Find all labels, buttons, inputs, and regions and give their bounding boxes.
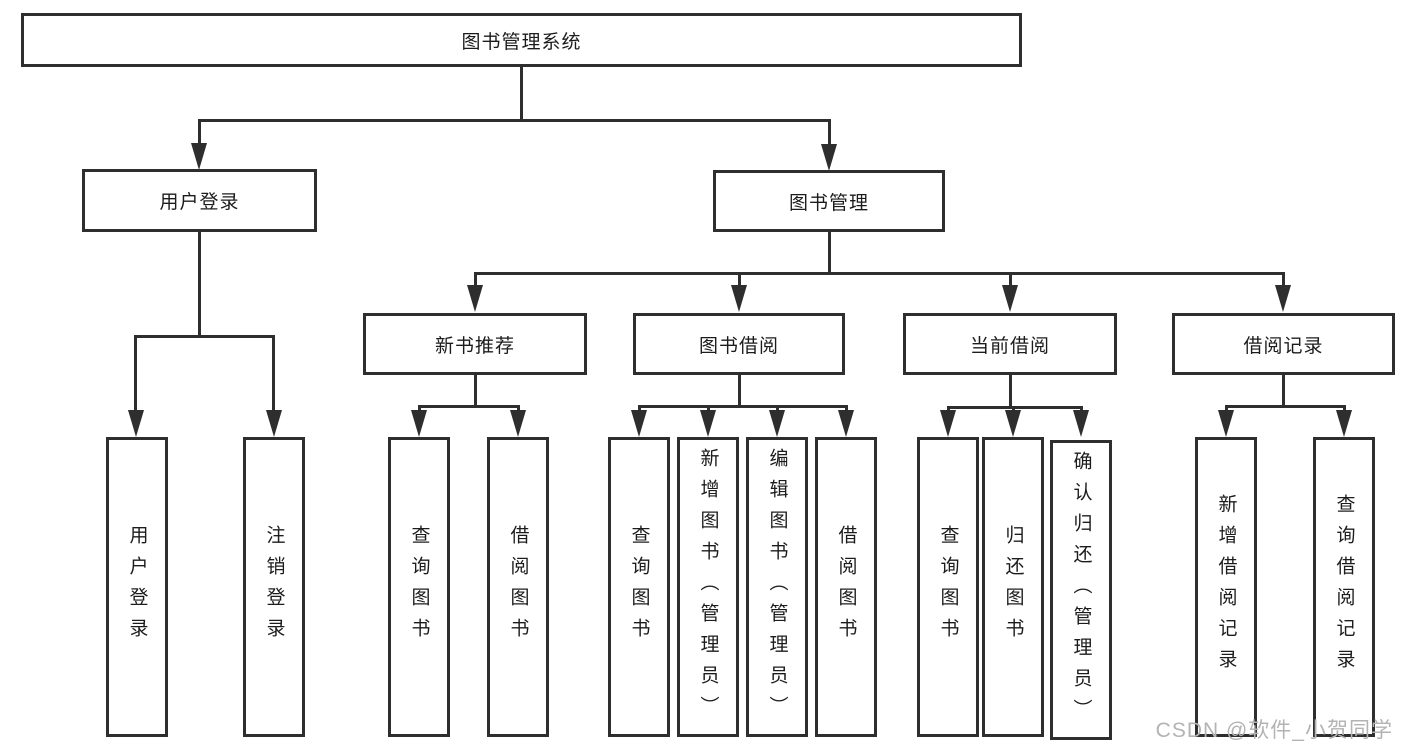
- connector-stem-new-book: [474, 272, 477, 287]
- connector-new-book-rail: [418, 405, 519, 408]
- leaf-bb-edit-book-admin: 编辑图书（管理员）: [746, 437, 808, 737]
- arrowhead-current-borrow: [1002, 285, 1018, 312]
- connector-stem-current-borrow: [1009, 272, 1012, 287]
- arrowhead-cb-confirm: [1073, 410, 1089, 437]
- leaf-bb-query-book: 查询图书: [608, 437, 670, 737]
- arrowhead-bb-add: [700, 410, 716, 437]
- connector-root-rail: [198, 119, 831, 122]
- arrowhead-new-book: [467, 285, 483, 312]
- leaf-cb-confirm-return-admin: 确认归还（管理员）: [1050, 440, 1112, 740]
- arrowhead-bb-edit: [769, 410, 785, 437]
- connector-stem-borrow-record: [1282, 272, 1285, 287]
- leaf-user-logout: 注销登录: [243, 437, 305, 737]
- leaf-br-query-record: 查询借阅记录: [1313, 437, 1375, 737]
- connector-stem-user-login: [198, 119, 201, 147]
- node-user-login: 用户登录: [82, 169, 317, 232]
- connector-borrow-record-rail: [1225, 405, 1345, 408]
- leaf-nb-borrow-book: 借阅图书: [487, 437, 549, 737]
- connector-book-borrow-drop: [738, 375, 741, 408]
- leaf-nb-query-book: 查询图书: [388, 437, 450, 737]
- connector-user-login-drop: [198, 232, 201, 335]
- connector-stem-bb-borrow: [845, 405, 848, 413]
- arrowhead-leaf-logout: [266, 410, 282, 437]
- connector-book-management-rail: [474, 272, 1284, 275]
- node-new-book-recommend: 新书推荐: [363, 313, 587, 375]
- connector-current-borrow-drop: [1009, 375, 1012, 409]
- connector-stem-leaf-login: [134, 335, 137, 412]
- node-borrow-record: 借阅记录: [1172, 313, 1395, 375]
- connector-user-login-rail: [134, 335, 274, 338]
- connector-stem-br-add: [1225, 405, 1228, 413]
- arrowhead-book-borrow: [731, 285, 747, 312]
- connector-stem-nb-query: [418, 405, 421, 413]
- connector-book-borrow-rail: [638, 405, 847, 408]
- node-current-borrow: 当前借阅: [903, 313, 1117, 375]
- connector-stem-book-management: [828, 119, 831, 147]
- connector-stem-bb-add: [707, 405, 710, 413]
- arrowhead-br-query: [1336, 410, 1352, 437]
- connector-book-management-drop: [828, 232, 831, 274]
- arrowhead-nb-borrow: [510, 410, 526, 437]
- connector-new-book-drop: [474, 375, 477, 408]
- connector-stem-cb-return: [1012, 406, 1015, 413]
- connector-root-drop: [520, 67, 523, 119]
- connector-stem-leaf-logout: [272, 335, 275, 412]
- connector-stem-bb-edit: [776, 405, 779, 413]
- connector-stem-cb-confirm: [1080, 406, 1083, 413]
- arrowhead-cb-query: [940, 410, 956, 437]
- connector-stem-bb-query: [638, 405, 641, 413]
- node-library-system: 图书管理系统: [21, 13, 1022, 67]
- arrowhead-book-management: [821, 144, 837, 171]
- arrowhead-bb-borrow: [838, 410, 854, 437]
- watermark: CSDN @软件_小贺同学: [1155, 719, 1393, 742]
- leaf-cb-return-book: 归还图书: [982, 437, 1044, 737]
- node-book-management: 图书管理: [713, 170, 945, 232]
- node-book-borrow: 图书借阅: [633, 313, 845, 375]
- connector-stem-br-query: [1343, 405, 1346, 413]
- arrowhead-user-login: [191, 143, 207, 170]
- leaf-bb-borrow-book: 借阅图书: [815, 437, 877, 737]
- arrowhead-bb-query: [631, 410, 647, 437]
- leaf-bb-add-book-admin: 新增图书（管理员）: [677, 437, 739, 737]
- arrowhead-nb-query: [411, 410, 427, 437]
- leaf-cb-query-book: 查询图书: [917, 437, 979, 737]
- connector-stem-book-borrow: [738, 272, 741, 287]
- connector-stem-cb-query: [947, 406, 950, 413]
- leaf-user-login: 用户登录: [106, 437, 168, 737]
- arrowhead-leaf-login: [128, 410, 144, 437]
- connector-stem-nb-borrow: [517, 405, 520, 413]
- arrowhead-br-add: [1218, 410, 1234, 437]
- leaf-br-add-record: 新增借阅记录: [1195, 437, 1257, 737]
- connector-borrow-record-drop: [1282, 375, 1285, 408]
- arrowhead-borrow-record: [1275, 285, 1291, 312]
- arrowhead-cb-return: [1005, 410, 1021, 437]
